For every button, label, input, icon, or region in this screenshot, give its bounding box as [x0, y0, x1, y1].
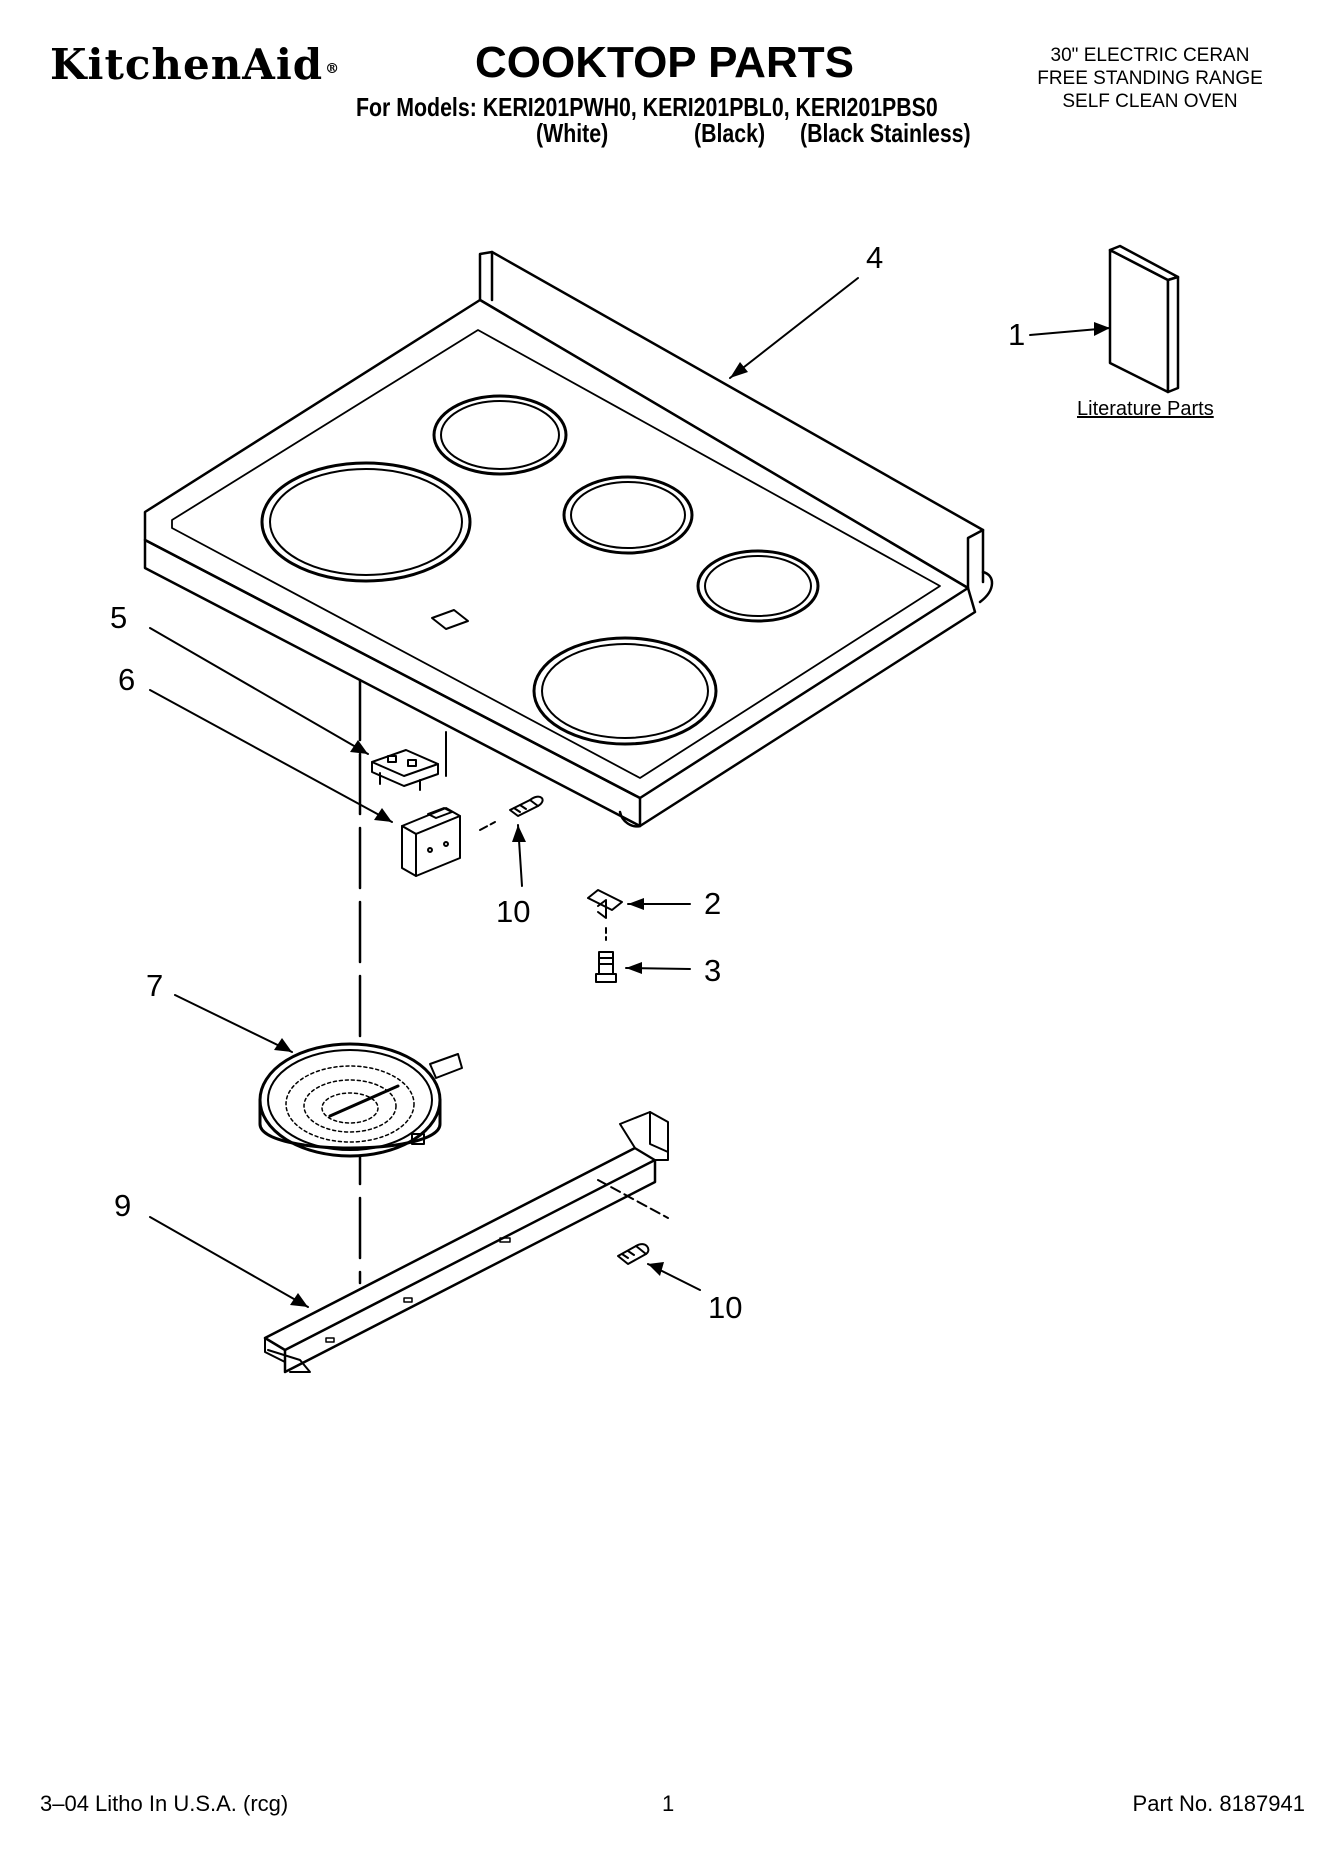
callout-9: 9: [114, 1188, 131, 1223]
callout-5: 5: [110, 600, 127, 635]
mounting-clip: [587, 889, 623, 941]
registered-mark: ®: [325, 61, 341, 77]
brand-logo: KitchenAid®: [50, 40, 341, 89]
literature-booklet: [1108, 244, 1180, 394]
screw-upper: [509, 795, 544, 817]
callout-4: 4: [866, 240, 883, 275]
callout-7: 7: [146, 968, 163, 1003]
literature-parts-label: Literature Parts: [1077, 398, 1214, 420]
callout-6: 6: [118, 662, 135, 697]
callout-10-upper: 10: [496, 894, 530, 929]
spec-line-3: SELF CLEAN OVEN: [1062, 91, 1238, 112]
variant-black: (Black): [694, 118, 766, 148]
callout-3: 3: [704, 953, 721, 988]
callout-1: 1: [1008, 317, 1025, 352]
variant-black-stainless: (Black Stainless): [800, 118, 971, 148]
support-bracket: [263, 1111, 669, 1374]
callout-2: 2: [704, 886, 721, 921]
spec-line-2: FREE STANDING RANGE: [1037, 68, 1263, 89]
variant-white: (White): [536, 118, 609, 148]
switch-bracket: [401, 807, 496, 877]
indicator-switch: [371, 731, 447, 791]
radiant-element: [258, 1042, 463, 1158]
footer-litho: 3–04 Litho In U.S.A. (rcg): [40, 1791, 289, 1816]
footer-page-number: 1: [662, 1791, 675, 1816]
footer-part-number: Part No. 8187941: [1132, 1791, 1305, 1816]
spec-line-1: 30" ELECTRIC CERAN: [1050, 45, 1250, 66]
leader-arrowheads: [274, 322, 1110, 1307]
cooktop-glass: [143, 250, 994, 828]
callout-10-lower: 10: [708, 1290, 742, 1325]
screw-lower: [617, 1243, 650, 1265]
models-line: For Models: KERI201PWH0, KERI201PBL0, KE…: [356, 92, 938, 122]
mounting-screw: [595, 951, 617, 983]
page-title: COOKTOP PARTS: [475, 38, 854, 87]
